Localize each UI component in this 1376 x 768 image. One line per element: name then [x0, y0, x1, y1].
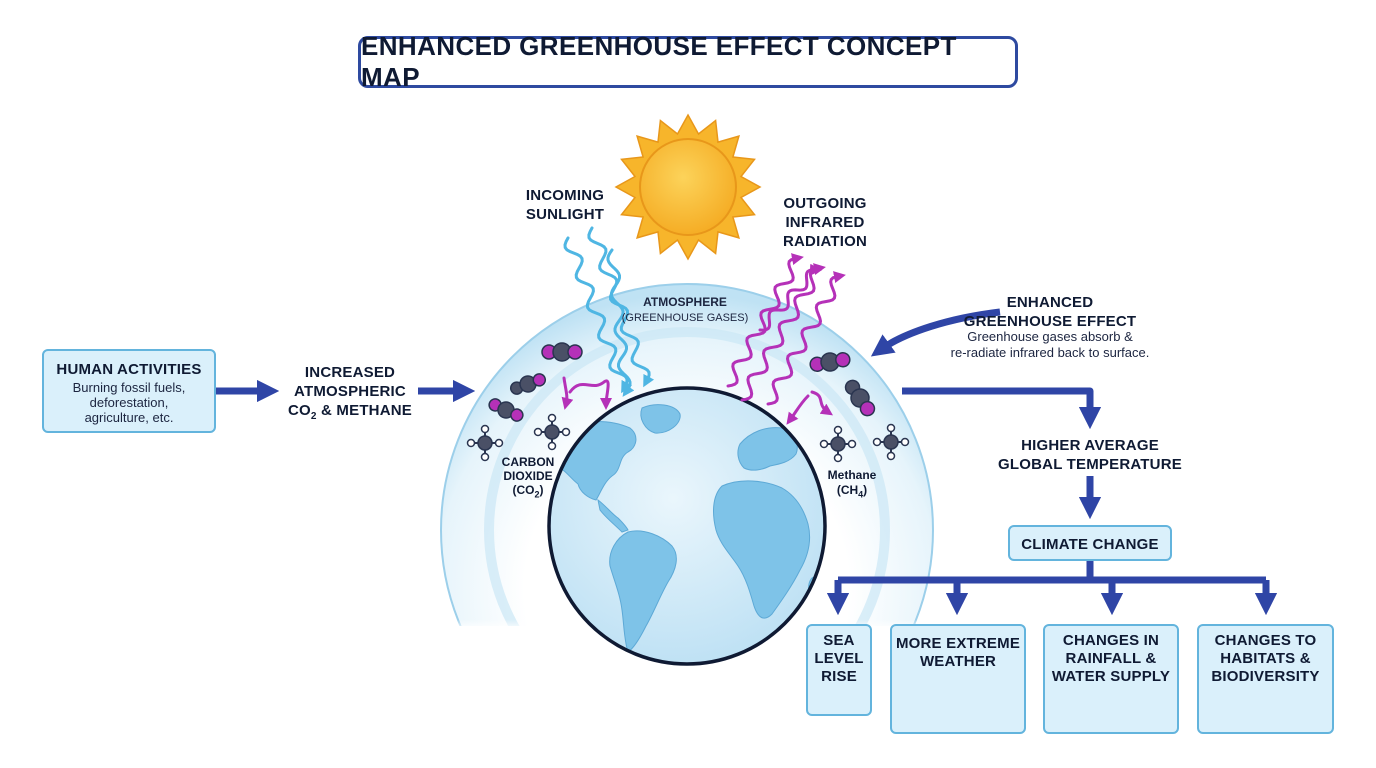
earth-icon [547, 386, 827, 666]
climate-change-node: CLIMATE CHANGE [1008, 525, 1172, 561]
effect-rainfall-water: CHANGES IN RAINFALL & WATER SUPPLY [1043, 624, 1179, 734]
page-title: ENHANCED GREENHOUSE EFFECT CONCEPT MAP [361, 31, 957, 92]
human-activities-heading: HUMAN ACTIVITIES [56, 361, 202, 378]
human-activities-line-2: deforestation, [89, 395, 169, 410]
co2-molecule-icon [488, 342, 876, 422]
methane-molecule-icon [466, 413, 910, 463]
human-activities-node: HUMAN ACTIVITIES Burning fossil fuels, d… [42, 349, 216, 433]
effect-extreme-weather: MORE EXTREME WEATHER [890, 624, 1026, 734]
incoming-sunlight-arrows [563, 226, 655, 397]
outgoing-infrared-arrows [561, 253, 846, 425]
sun-icon [614, 113, 762, 261]
effect-habitats-biodiversity: CHANGES TO HABITATS & BIODIVERSITY [1197, 624, 1334, 734]
increased-line-2: ATMOSPHERIC [294, 383, 406, 400]
methane-molecule [819, 425, 857, 463]
flow-arrows [216, 308, 1278, 616]
increased-line-3: CO2 & METHANE [287, 402, 412, 422]
human-activities-line-3: agriculture, etc. [84, 410, 174, 425]
methane-molecule [872, 423, 910, 461]
human-activities-line-1: Burning fossil fuels, [72, 380, 186, 395]
methane-molecule [533, 413, 571, 451]
title-box: ENHANCED GREENHOUSE EFFECT CONCEPT MAP [358, 31, 1018, 92]
increased-line-1: INCREASED [304, 364, 396, 381]
methane-molecule [466, 424, 504, 462]
effect-sea-level-rise: SEA LEVEL RISE [806, 624, 872, 716]
